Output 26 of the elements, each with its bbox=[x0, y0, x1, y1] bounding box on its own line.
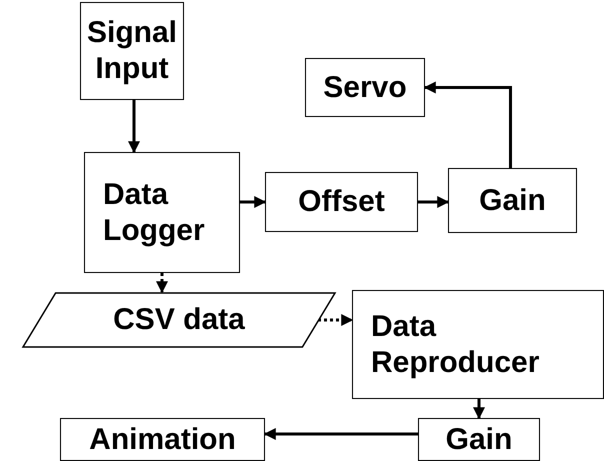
process-box bbox=[84, 152, 240, 273]
process-box bbox=[448, 168, 577, 233]
arrow bbox=[128, 100, 140, 154]
node-label: Offset bbox=[298, 184, 385, 220]
node-label: Gain bbox=[446, 422, 512, 458]
node-label: Animation bbox=[89, 422, 236, 458]
arrow bbox=[318, 314, 354, 326]
arrow bbox=[240, 196, 266, 208]
process-box bbox=[305, 58, 425, 117]
node-label: Gain bbox=[479, 182, 546, 218]
node-label: Data Reproducer bbox=[371, 308, 540, 380]
process-box bbox=[60, 418, 265, 461]
process-box bbox=[418, 418, 540, 461]
arrow bbox=[264, 428, 418, 440]
node-label: CSV data bbox=[113, 302, 245, 338]
arrow bbox=[156, 273, 168, 294]
arrow bbox=[424, 82, 512, 168]
arrow bbox=[473, 399, 485, 420]
arrow bbox=[418, 196, 450, 208]
process-box bbox=[352, 290, 604, 399]
node-label: Servo bbox=[323, 70, 407, 106]
node-label: Data Logger bbox=[103, 176, 206, 248]
process-box bbox=[265, 172, 418, 232]
data-parallelogram bbox=[22, 292, 336, 348]
process-box bbox=[80, 2, 184, 100]
node-label: Signal Input bbox=[86, 15, 178, 87]
